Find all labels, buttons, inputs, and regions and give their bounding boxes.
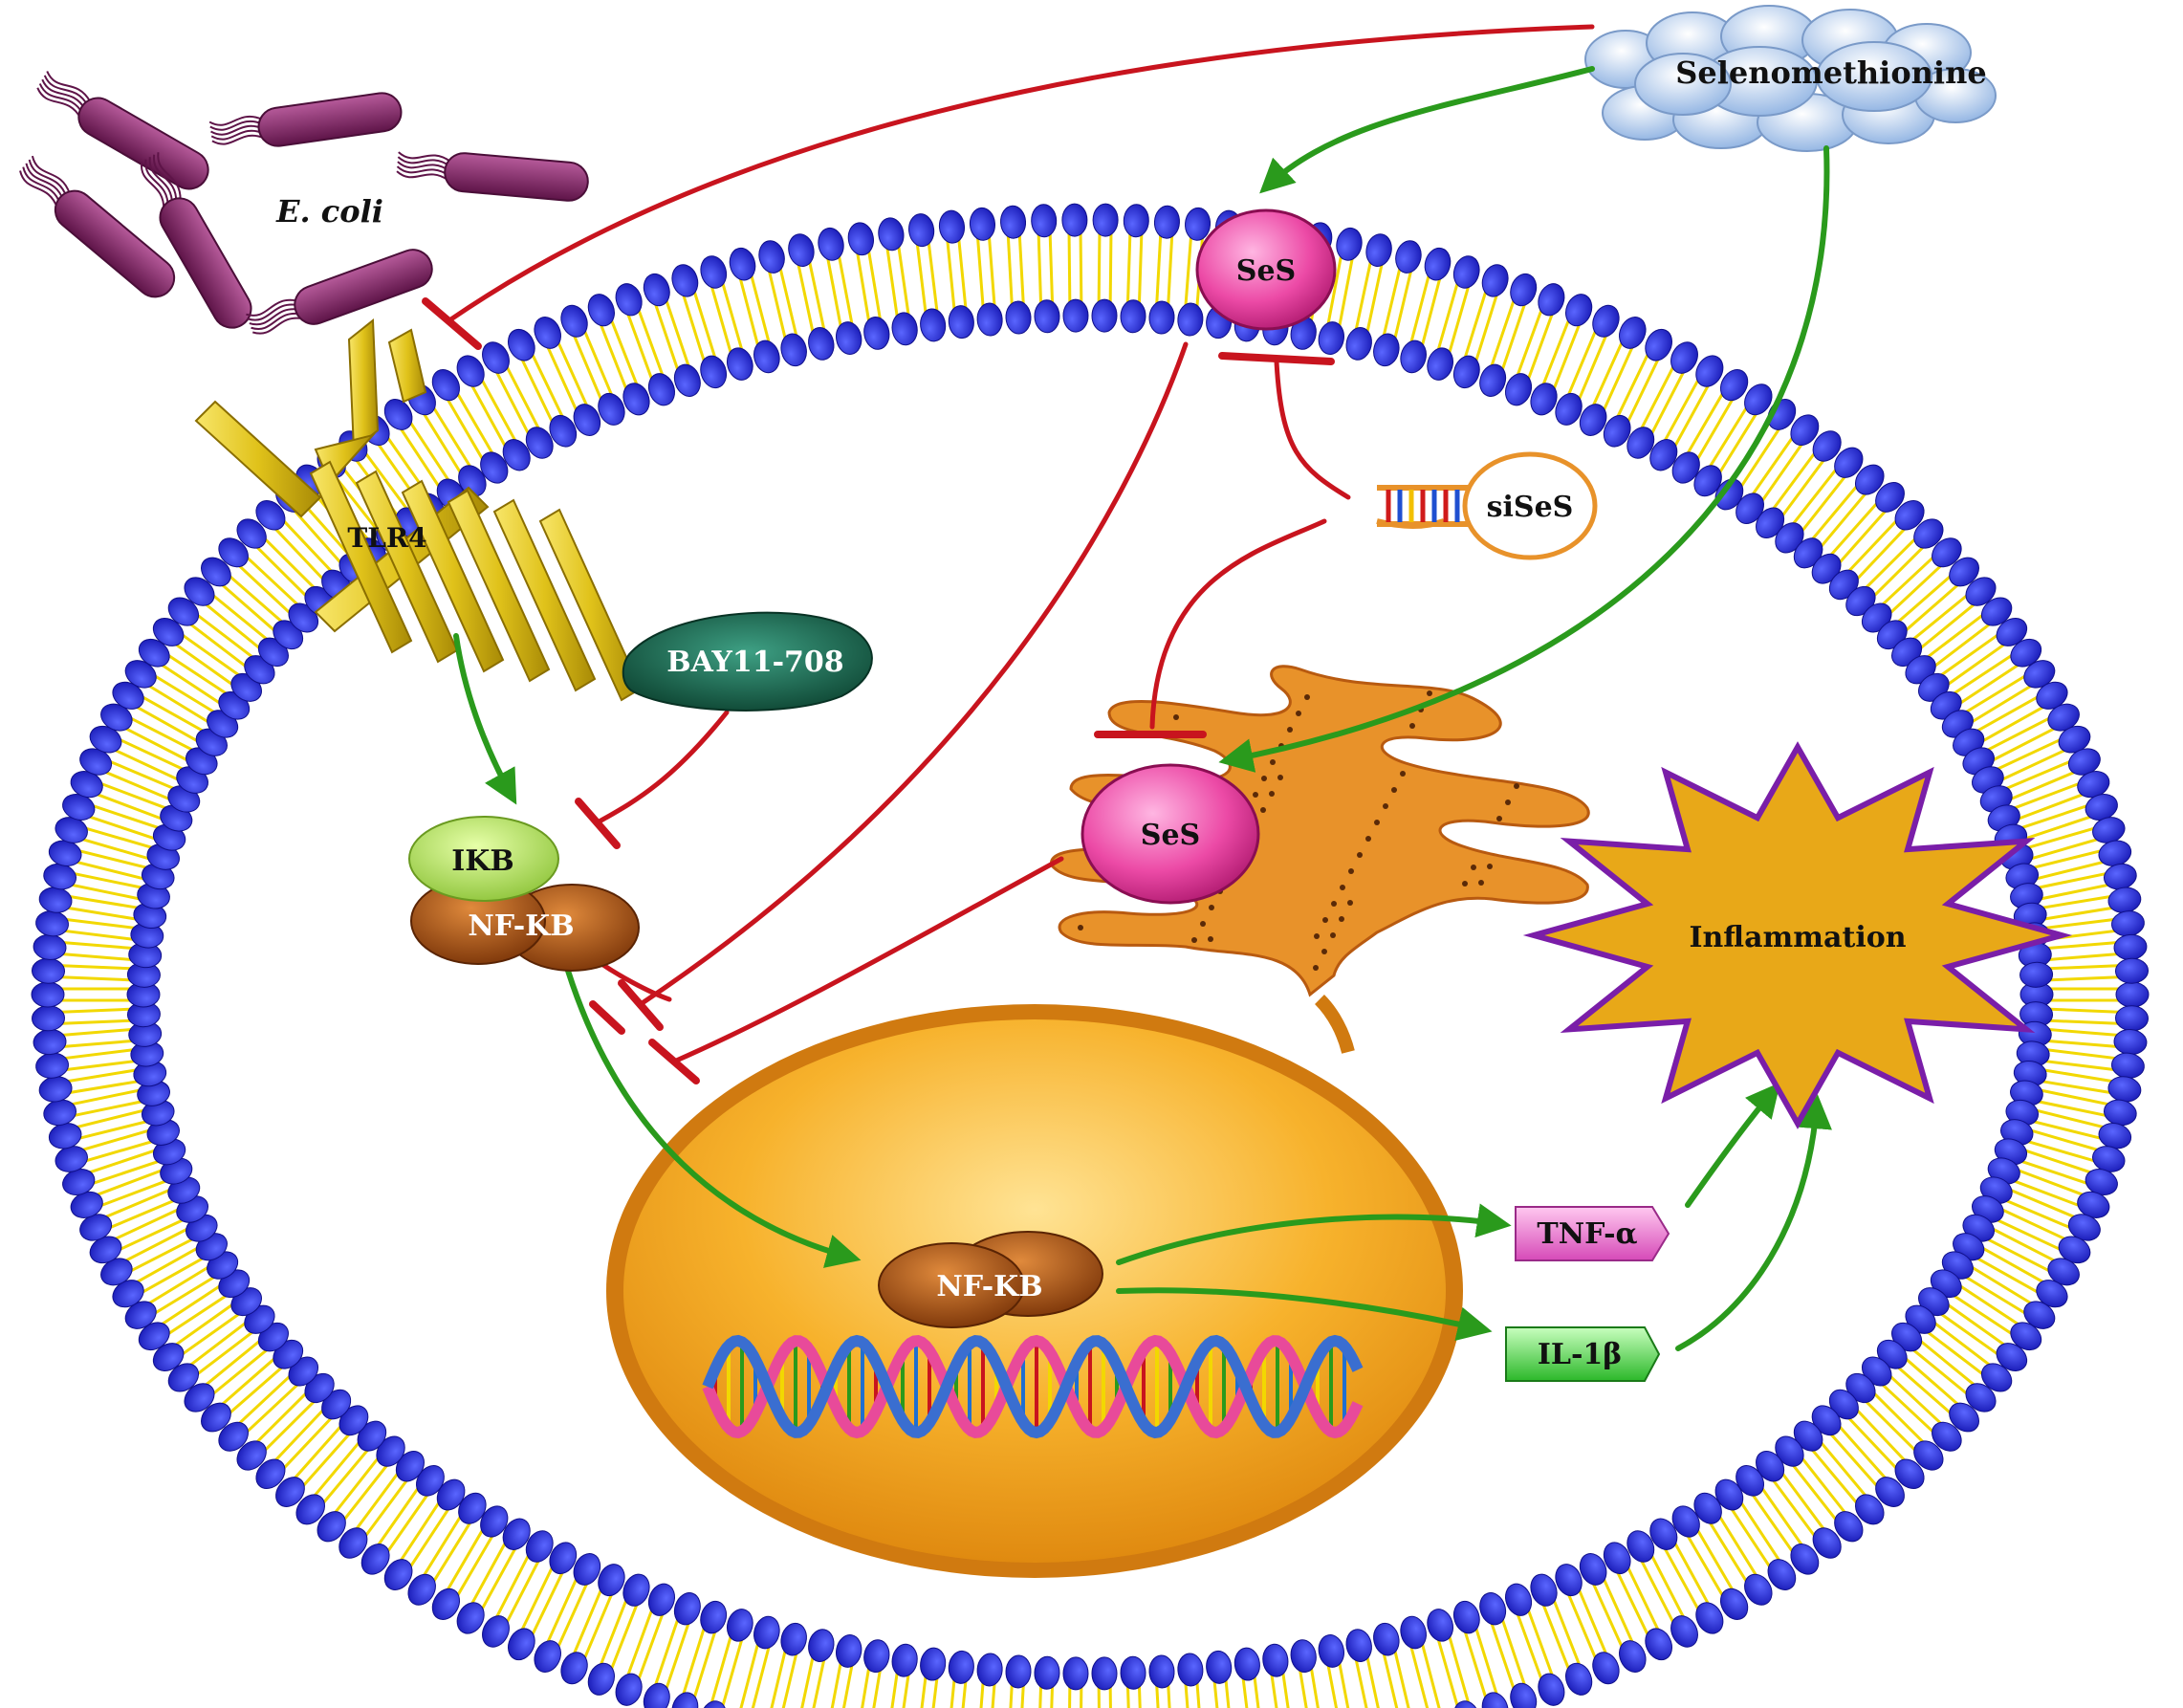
ses-er-label: SeS: [1141, 819, 1200, 852]
bacterium-5: [141, 152, 252, 329]
il1b-label: IL-1β: [1538, 1338, 1622, 1371]
ikb-label: IKB: [451, 844, 513, 878]
cell-membrane: [31, 203, 2150, 1708]
bay-label: BAY11-708: [666, 646, 843, 679]
dna-helix: [702, 1334, 1364, 1439]
ses-membrane-label: SeS: [1236, 254, 1296, 288]
inflammation-label: Inflammation: [1689, 921, 1906, 954]
tnf-label: TNF-α: [1537, 1217, 1637, 1251]
ecoli-label: E. coli: [275, 193, 383, 230]
activation-arrows: [453, 66, 1832, 1351]
tlr4-label: TLR4: [347, 522, 426, 554]
ses-membrane-protein: SeS: [1195, 208, 1337, 331]
selenomethionine-cloud: [1584, 5, 1997, 152]
tnf-alpha-box: TNF-α: [1515, 1206, 1670, 1261]
inflammation-starburst: Inflammation: [1522, 741, 2073, 1129]
bay11-708-inhibitor: BAY11-708: [622, 611, 873, 712]
selenomethionine-label: Selenomethionine: [1675, 55, 1986, 91]
bacterium-3: [396, 151, 589, 202]
bacterium-2: [208, 92, 403, 147]
inhibition-arrows: [422, 24, 1595, 1084]
ecoli-bacteria: [19, 71, 589, 335]
ikb-nfkb-complex: IKB NF-KB: [408, 816, 640, 972]
sises-hairpin: siSeS: [1376, 451, 1598, 560]
il1b-box: IL-1β: [1505, 1326, 1661, 1382]
bacterium-6: [246, 249, 433, 335]
ses-er-protein: SeS: [1081, 763, 1260, 905]
tlr4-receptor: [194, 318, 643, 702]
nfkb-cyto-label: NF-KB: [468, 909, 574, 943]
bacterium-4: [19, 155, 176, 298]
nfkb-nuclear: NF-KB: [878, 1231, 1103, 1328]
bacterium-1: [36, 71, 209, 190]
nfkb-nuc-label: NF-KB: [936, 1270, 1042, 1303]
sises-label: siSeS: [1487, 491, 1574, 524]
